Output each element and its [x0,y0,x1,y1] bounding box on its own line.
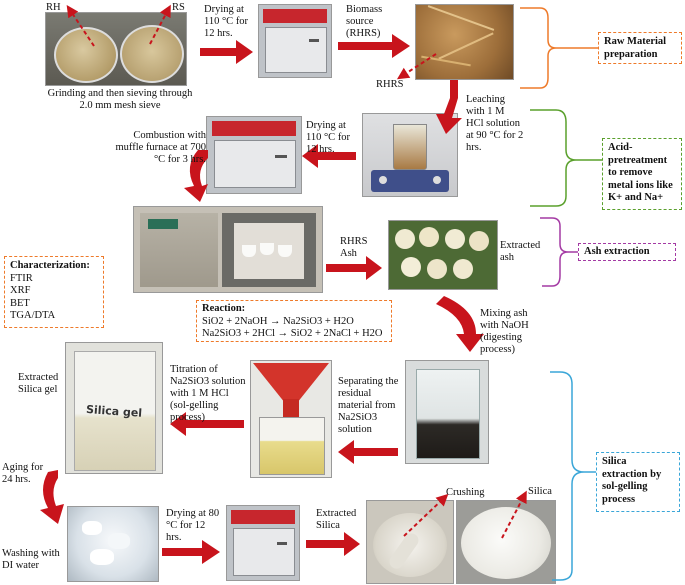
label-crushing: Crushing [446,487,485,498]
drying-oven-photo-3 [226,505,300,581]
arrow-oven2-to-furnace [184,150,208,202]
stage-braces [520,7,602,581]
stage-silica-extraction: Silica extraction by sol-gelling process [596,452,680,512]
arrow-biomass-to-leach [436,80,462,134]
extracted-ash-photo [388,220,498,290]
label-extracted-ash: Extracted ash [500,240,541,263]
pointer-arrows [66,4,527,539]
reaction-title: Reaction: [202,303,246,314]
mortar-pestle-photo [366,500,454,584]
silica-gel-beaker-photo: Silica gel [65,342,163,474]
filtration-funnel-photo [250,360,332,478]
rh-rs-samples-photo [45,12,187,86]
label-grinding: Grinding and then sieving through 2.0 mm… [47,88,193,111]
pointer-silica [501,490,527,539]
label-silica: Silica [528,486,552,497]
label-rhrs-ash: RHRS Ash [340,236,368,259]
biomass-rhrs-photo [415,4,514,80]
arrow-oven-to-biomass [338,34,410,58]
reaction-eq1: SiO2 + 2NaOH → Na2SiO3 + H2O [202,315,354,327]
label-rs: RS [172,2,185,13]
label-extracted-silica: Extracted Silica [316,508,357,531]
brace-silica [550,371,596,581]
characterization-title: Characterization: [10,260,90,271]
label-separating: Separating the residual material from Na… [338,376,399,435]
label-drying-3: Drying at 80 °C for 12 hrs. [166,508,220,543]
drying-oven-photo-1 [258,4,332,78]
drying-oven-photo-2 [206,116,302,194]
arrow-leach-to-oven2 [302,144,356,168]
label-rhrs: RHRS [376,79,404,90]
label-extracted-gel: Extracted Silica gel [18,372,59,395]
pointer-rs [149,4,171,45]
label-combustion: Combustion with muffle furnace at 700 °C… [115,130,206,165]
label-washing: Washing with DI water [2,548,60,571]
characterization-item: TGA/DTA [10,310,56,321]
label-leaching: Leaching with 1 M HCl solution at 90 °C … [466,94,524,153]
label-aging: Aging for 24 hrs. [2,462,44,485]
brace-ash [540,217,578,287]
pointer-rh [66,5,95,47]
silica-powder-photo [456,500,556,584]
pointer-rhrs [396,53,437,80]
process-arrows [40,34,484,564]
characterization-box: Characterization: FTIR XRF BET TGA/DTA [4,256,104,328]
stage-ash-extraction: Ash extraction [578,243,676,261]
arrow-beaker-to-funnel [338,440,398,464]
reaction-box: Reaction: SiO2 + 2NaOH → Na2SiO3 + H2O N… [196,300,392,342]
label-drying-1: Drying at 110 °C for 12 hrs. [204,4,249,39]
characterization-item: XRF [10,285,31,296]
muffle-furnace-photo [133,206,323,293]
label-titration: Titration of Na2SiO3 solution with 1 M H… [170,364,246,423]
stage-acid-pretreatment: Acid-pretreatment to remove metal ions l… [602,138,682,210]
label-rh: RH [46,2,61,13]
arrow-gel-to-wash [40,470,64,524]
arrow-wash-to-oven3 [162,540,220,564]
label-drying-2: Drying at 110 °C for 12 hrs. [306,120,351,155]
leaching-hotplate-photo [362,113,458,197]
arrow-oven3-to-mortar [306,532,360,556]
label-biomass: Biomass source (RHRS) [346,4,383,39]
arrow-funnel-to-gel [170,412,244,436]
label-mixing: Mixing ash with NaOH (digesting process) [480,308,529,355]
washed-silica-photo [67,506,159,582]
reaction-eq2: Na2SiO3 + 2HCl → SiO2 + 2NaCl + H2O [202,328,383,339]
characterization-item: BET [10,297,30,309]
characterization-item: FTIR [10,272,33,284]
pointer-crushing [403,493,449,537]
arrow-grind-to-oven [200,40,253,64]
brace-raw [520,7,600,89]
brace-acid [530,109,602,207]
stage-raw-material: Raw Material preparation [598,32,682,64]
digestion-beaker-photo [405,360,489,464]
arrow-furnace-to-ash [326,256,382,280]
arrow-ash-to-mixing [436,296,484,352]
